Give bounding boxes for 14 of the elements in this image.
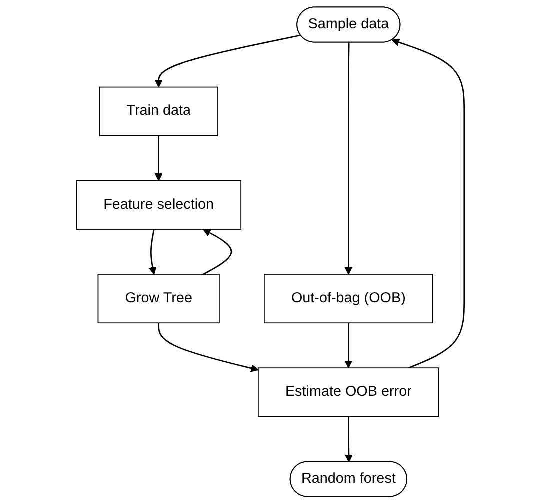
node-box: Grow Tree [98,274,220,324]
node-box: Feature selection [76,180,242,230]
node-box: Out-of-bag (OOB) [264,274,434,324]
arrow [392,38,466,369]
arrow [344,323,353,368]
arrow [154,136,163,182]
node-box: Estimate OOB error [258,368,440,418]
arrow [158,323,259,372]
arrow [154,34,301,88]
arrow [344,42,353,275]
node-box: Train data [99,86,218,136]
arrow [345,416,353,462]
arrow [203,229,232,276]
arrow [148,229,157,275]
